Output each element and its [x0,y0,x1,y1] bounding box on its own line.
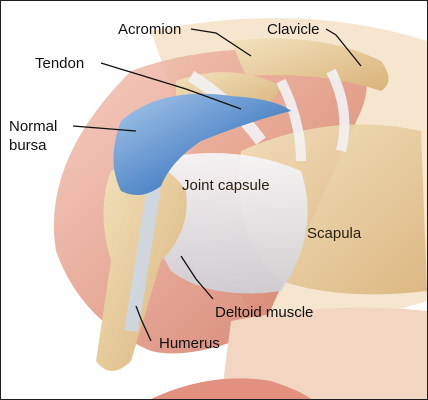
tendon-label: Tendon [35,55,84,72]
normal-bursa-label-line1: Normal [9,118,57,135]
joint-capsule-label: Joint capsule [182,177,270,194]
deltoid-muscle-label: Deltoid muscle [215,304,313,321]
acromion-label: Acromion [118,21,181,38]
scapula-label: Scapula [307,225,361,242]
clavicle-label: Clavicle [267,21,320,38]
humerus-label: Humerus [159,335,220,352]
normal-bursa-label-line2: bursa [9,137,47,154]
